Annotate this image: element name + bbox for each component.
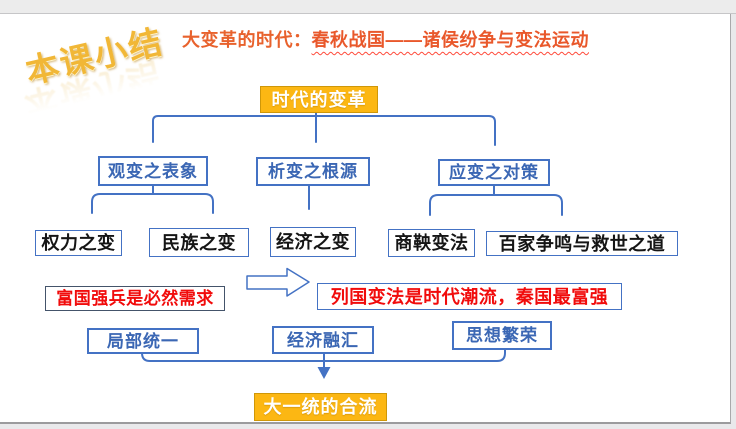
outcome-node-economy: 经济融汇: [272, 326, 374, 354]
aspect-node-observe: 观变之表象: [98, 156, 208, 186]
detail-node-hundred-schools: 百家争鸣与救世之道: [486, 231, 678, 256]
root-node: 时代的变革: [260, 86, 378, 113]
detail-node-power: 权力之变: [35, 230, 122, 256]
slide-title-lead: 大变革的时代：: [182, 30, 312, 50]
lesson-summary-badge: 本课小结 本课小结: [18, 16, 168, 124]
aspect-node-respond: 应变之对策: [438, 159, 550, 186]
viewer-top-gutter: [0, 0, 736, 14]
aspect-node-analyze: 析变之根源: [256, 157, 370, 186]
detail-node-economy: 经济之变: [270, 227, 356, 257]
detail-node-ethnic: 民族之变: [149, 228, 249, 257]
effect-box: 列国变法是时代潮流，秦国最富强: [317, 283, 622, 310]
outcome-node-thought: 思想繁荣: [452, 321, 552, 350]
detail-node-shangyang: 商鞅变法: [388, 229, 475, 257]
slide-title-emphasis: 春秋战国——诸侯纷争与变法运动: [311, 30, 589, 50]
cause-box: 富国强兵是必然需求: [45, 286, 225, 311]
conclusion-node: 大一统的合流: [254, 393, 387, 421]
slide-canvas: 本课小结 本课小结 大变革的时代：春秋战国——诸侯纷争与变法运动 时代的变革 观…: [0, 14, 731, 424]
outcome-node-unification: 局部统一: [87, 328, 199, 354]
slide-title: 大变革的时代：春秋战国——诸侯纷争与变法运动: [182, 26, 589, 52]
